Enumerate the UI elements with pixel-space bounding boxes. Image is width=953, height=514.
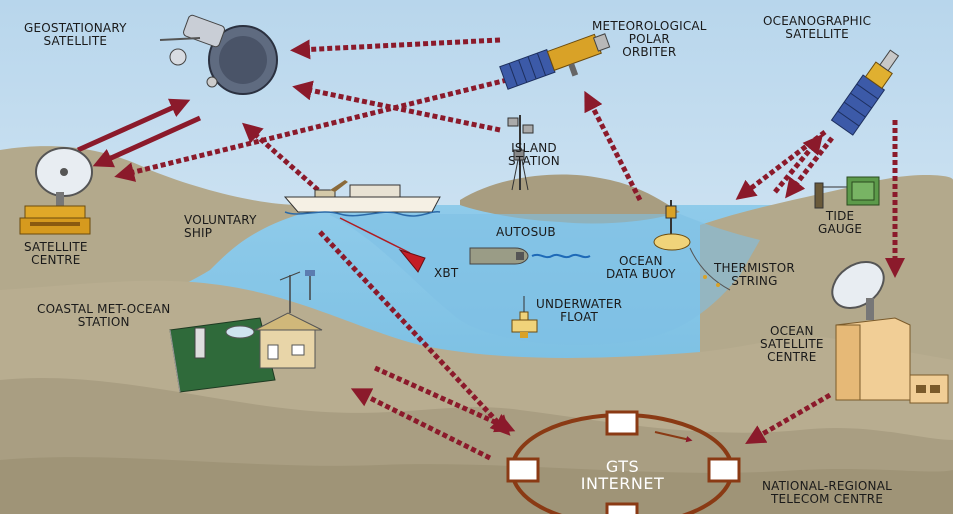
coastal-to-gts-arrow xyxy=(373,365,516,433)
label-thermistor-string: THERMISTOR STRING xyxy=(714,261,795,288)
gts-node-right xyxy=(707,457,741,483)
xbt-wire xyxy=(339,217,411,254)
xbt-probe-icon xyxy=(398,249,426,273)
data-flow-arrows xyxy=(76,37,905,461)
label-xbt: XBT xyxy=(434,266,459,280)
downlink-arrow xyxy=(92,115,202,168)
gts-node-bottom xyxy=(605,502,639,514)
island-to-geo-arrow xyxy=(292,80,501,133)
gts-node-top xyxy=(605,410,639,436)
coastal-met-ocean-station-icon xyxy=(169,270,323,393)
label-voluntary-ship: VOLUNTARY SHIP xyxy=(184,213,257,240)
label-oceanographic-satellite: OCEANOGRAPHIC SATELLITE xyxy=(763,14,872,41)
label-satellite-centre: SATELLITE CENTRE xyxy=(24,240,88,267)
polar-to-centre-arrow xyxy=(114,75,516,182)
osc-to-gts-arrow xyxy=(745,392,832,444)
label-meteorological-polar-orbiter: METEOROLOGICAL POLAR ORBITER xyxy=(592,19,707,59)
gts-node-left xyxy=(506,457,540,483)
polar-to-geo-arrow xyxy=(290,37,501,60)
label-tide-gauge: TIDE GAUGE xyxy=(818,209,863,236)
tide-to-ocean-sat-arrow xyxy=(773,133,824,194)
island-station-icon xyxy=(507,115,534,191)
ocean-sat-to-tide-arrow xyxy=(785,136,834,199)
label-ocean-data-buoy: OCEAN DATA BUOY xyxy=(606,254,676,281)
buoy-to-polar-arrow xyxy=(584,90,643,202)
ship-to-gts-arrow xyxy=(318,230,511,436)
bay xyxy=(330,214,760,345)
oceanographic-satellite-icon xyxy=(830,49,900,136)
label-ocean-satellite-centre: OCEAN SATELLITE CENTRE xyxy=(760,324,824,364)
label-coastal-met-ocean-station: COASTAL MET-OCEAN STATION xyxy=(37,302,171,329)
satellite-centre-icon xyxy=(19,147,93,235)
voluntary-ship-icon xyxy=(283,180,441,217)
label-gts-internet: GTS INTERNET xyxy=(580,457,665,493)
label-island-station: ISLAND STATION xyxy=(508,141,560,168)
autosub-icon xyxy=(469,247,591,265)
polar-orbiter-icon xyxy=(499,33,611,90)
tide-gauge-icon xyxy=(814,176,880,209)
geostationary-satellite-icon xyxy=(159,14,278,95)
gts-network-ring xyxy=(506,410,741,514)
ocean-satellite-centre-icon xyxy=(831,261,949,404)
label-underwater-float: UNDERWATER FLOAT xyxy=(536,297,623,324)
underwater-float-icon xyxy=(511,296,538,338)
label-geostationary-satellite: GEOSTATIONARY SATELLITE xyxy=(24,21,127,48)
label-autosub: AUTOSUB xyxy=(496,225,556,239)
ocean-data-buoy-icon xyxy=(653,200,731,291)
gts-to-coastal-arrow xyxy=(350,388,492,461)
island xyxy=(460,174,680,224)
uplink-arrow xyxy=(76,98,191,153)
label-national-regional-telecom-centre: NATIONAL-REGIONAL TELECOM CENTRE xyxy=(762,479,893,506)
